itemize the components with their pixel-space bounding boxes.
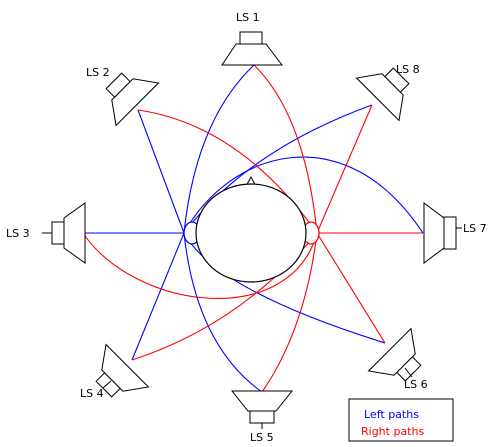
right-path-ls8: [316, 104, 373, 234]
left-path-ls5: [183, 232, 263, 393]
left-path-ls6: [183, 232, 386, 344]
right-path-ls5: [261, 232, 318, 393]
ls2-label: LS 2: [86, 66, 110, 79]
ls4-label: LS 4: [80, 387, 104, 400]
left-path-ls4: [131, 232, 185, 361]
legend-left-paths: Left paths: [364, 408, 419, 421]
left-path-ls7: [183, 156, 424, 234]
loudspeaker-ls1: LS 1: [221, 11, 284, 66]
ls1-label: LS 1: [236, 11, 260, 24]
listener-head: [183, 175, 320, 283]
loudspeaker-ls4: [95, 343, 150, 398]
right-path-ls1: [253, 64, 318, 234]
ls3-label: LS 3: [6, 227, 30, 240]
loudspeaker-ls5: LS 5: [230, 390, 294, 444]
loudspeaker-ls6: [367, 327, 422, 382]
head-ellipse: [195, 183, 307, 283]
legend-right-paths: Right paths: [361, 425, 424, 438]
left-path-ls1: [183, 64, 255, 234]
right-path-ls3: [82, 232, 318, 300]
loudspeaker-ls7: LS 7: [423, 202, 487, 264]
ls5-label: LS 5: [250, 431, 274, 444]
loudspeaker-ls3: LS 3: [6, 202, 86, 264]
loudspeaker-ls8: [355, 67, 410, 122]
loudspeaker-ls2: [105, 72, 160, 127]
ls6-label: LS 6: [404, 378, 428, 391]
legend: Left paths Right paths: [348, 398, 454, 442]
left-paths: [83, 64, 424, 393]
ls8-label: LS 8: [396, 63, 420, 76]
ls7-label: LS 7: [463, 222, 487, 235]
right-path-ls6: [316, 232, 386, 344]
left-path-ls2: [137, 109, 185, 234]
